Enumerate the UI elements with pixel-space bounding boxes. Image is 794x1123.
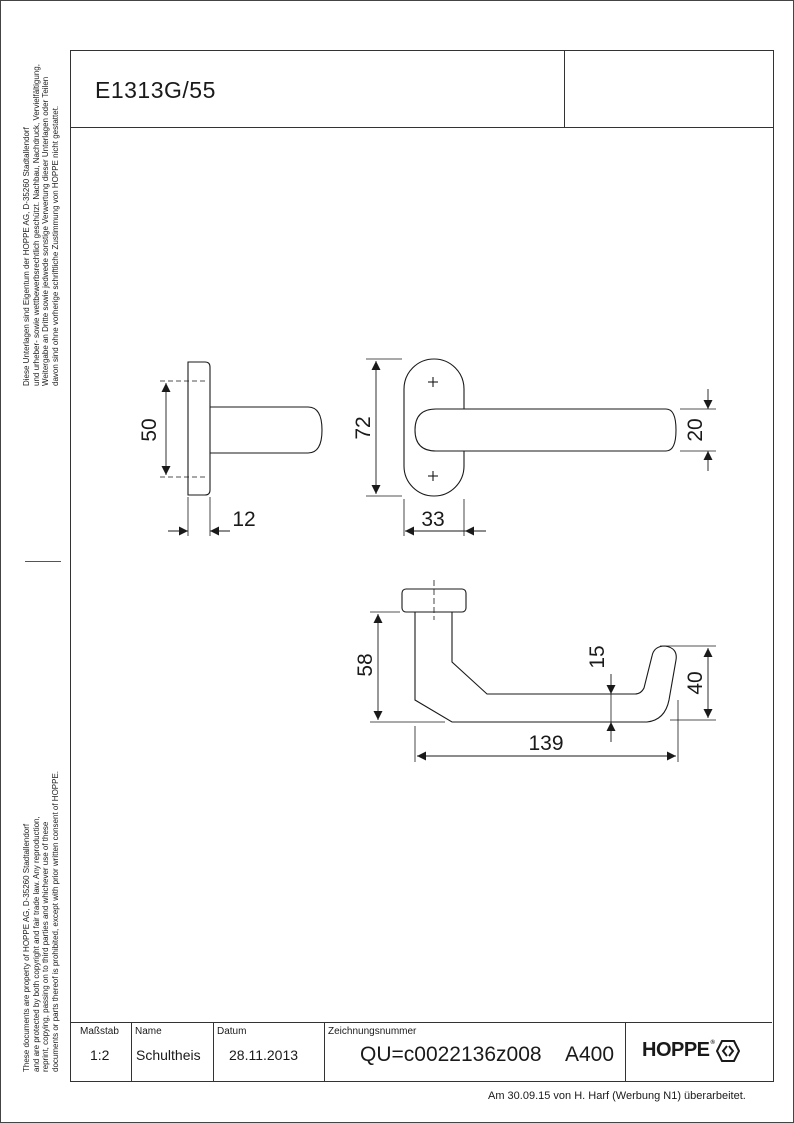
scale-value: 1:2 (90, 1047, 110, 1063)
drawing-number-cell: Zeichnungsnummer QU=c0022136z008 A400 (324, 1023, 626, 1081)
drawing-sheet: E1313G/55 (70, 50, 774, 1082)
revision-note: Am 30.09.15 von H. Harf (Werbung N1) übe… (488, 1090, 746, 1102)
dimension-escutcheon-height: 72 (352, 416, 375, 439)
dimension-rose-height: 50 (138, 418, 161, 441)
drawing-title: E1313G/55 (95, 77, 216, 103)
name-label: Name (135, 1026, 162, 1037)
dimension-lever-height: 58 (354, 653, 377, 676)
date-label: Datum (217, 1026, 247, 1037)
drawing-number-value: QU=c0022136z008 (360, 1043, 542, 1066)
format-value: A400 (565, 1043, 615, 1066)
name-cell: Name Schultheis (131, 1023, 214, 1081)
registered-mark: ® (710, 1039, 715, 1046)
title-block: Maßstab 1:2 Name Schultheis Datum 28.11.… (70, 1022, 772, 1081)
dimension-lever-length: 139 (528, 732, 563, 755)
fold-mark (25, 561, 61, 562)
hoppe-hexagon-icon (716, 1039, 741, 1062)
name-value: Schultheis (136, 1047, 201, 1063)
date-value: 28.11.2013 (229, 1047, 299, 1063)
scale-label: Maßstab (80, 1026, 119, 1037)
drawing-number-label: Zeichnungsnummer (328, 1026, 417, 1037)
scale-cell: Maßstab 1:2 (70, 1023, 132, 1081)
front-view-escutcheon (366, 358, 716, 536)
logo-text: HOPPE (642, 1039, 710, 1061)
title-divider (564, 51, 565, 127)
dimension-lever-gap: 15 (586, 645, 609, 668)
dimension-escutcheon-width: 33 (421, 508, 444, 531)
dimension-rose-thickness: 12 (232, 508, 255, 531)
title-row: E1313G/55 (71, 51, 773, 128)
date-cell: Datum 28.11.2013 (213, 1023, 325, 1081)
dimension-grip-diameter: 20 (684, 418, 707, 441)
hoppe-logo: HOPPE ® (642, 1039, 741, 1062)
side-view-rose (160, 361, 323, 536)
dimension-lever-end: 40 (684, 671, 707, 694)
top-view-lever (370, 580, 716, 762)
